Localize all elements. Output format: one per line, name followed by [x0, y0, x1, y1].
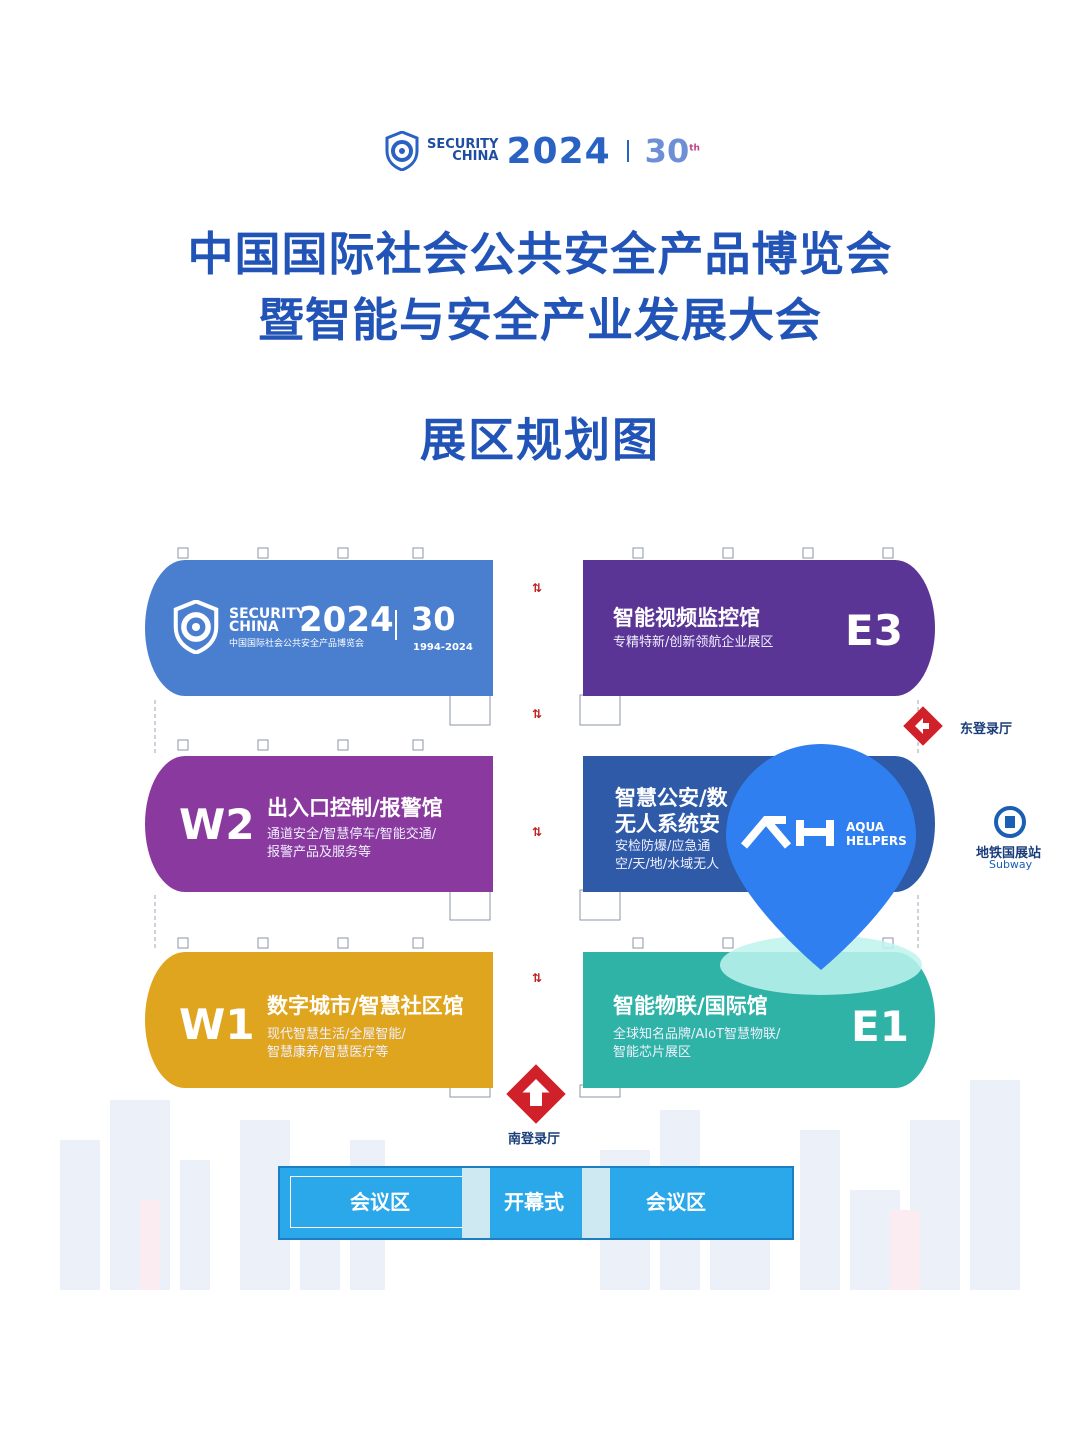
floor-plan-structure: ⇅ ⇅ ⇅ ⇅ — [154, 547, 919, 1098]
hall-w3-subtitle: 中国国际社会公共安全产品博览会 — [229, 639, 365, 649]
hall-w2-title: 出入口控制/报警馆 — [267, 796, 443, 820]
map-pin-icon — [726, 744, 916, 970]
logo-china: CHINA — [452, 149, 499, 164]
logo-divider — [626, 140, 629, 162]
meeting-center-label: 开幕式 — [504, 1190, 564, 1214]
hall-w3-years: 1994-2024 — [413, 642, 473, 653]
svg-text:⇅: ⇅ — [532, 825, 542, 839]
hall-w1-desc1: 现代智慧生活/全屋智能/ — [267, 1027, 406, 1042]
south-entrance-arrow-icon — [506, 1064, 566, 1124]
hall-e2-desc1: 安检防爆/应急通 — [615, 839, 711, 854]
hall-w3-divider — [395, 610, 397, 640]
hall-w3-shield-icon — [173, 600, 219, 654]
hall-w3-year: 2024 — [299, 600, 394, 640]
subway-icon — [994, 806, 1026, 838]
shield-logo-icon — [385, 131, 419, 171]
logo-security: SECURITY — [427, 137, 499, 152]
meeting-area[interactable]: 会议区 开幕式 会议区 — [278, 1166, 794, 1240]
hall-e2-title1: 智慧公安/数 — [615, 786, 728, 810]
logo-year: 2024 — [506, 130, 611, 172]
meeting-left-label: 会议区 — [350, 1190, 410, 1214]
watermark-text: AQUA HELPERS — [846, 820, 907, 848]
hall-w1-title: 数字城市/智慧社区馆 — [267, 994, 464, 1018]
header-logo: SECURITY CHINA 2024 30th — [385, 128, 700, 174]
section-title: 展区规划图 — [420, 413, 660, 467]
hall-e1-title: 智能物联/国际馆 — [613, 994, 768, 1018]
hall-w2-desc1: 通道安全/智慧停车/智能交通/ — [267, 827, 437, 842]
hall-w3-china: CHINA — [229, 619, 279, 635]
hall-w3-logo-text: SECURITY CHINA — [229, 606, 306, 635]
east-entrance-arrow-icon — [903, 706, 943, 746]
main-title-line1: 中国国际社会公共安全产品博览会 — [187, 227, 893, 281]
meeting-right-label: 会议区 — [646, 1190, 706, 1214]
hall-w1-desc2: 智慧康养/智慧医疗等 — [267, 1045, 389, 1060]
anniversary-th: th — [689, 143, 700, 154]
hall-w3-security: SECURITY — [229, 606, 306, 622]
south-entrance-label: 南登录厅 — [508, 1132, 561, 1147]
hall-e3-title: 智能视频监控馆 — [613, 606, 760, 630]
meeting-divider-right — [582, 1168, 610, 1238]
hall-w2-desc2: 报警产品及服务等 — [267, 845, 372, 860]
east-entrance-label: 东登录厅 — [960, 722, 1013, 737]
anniversary-logo: 30th — [645, 132, 700, 170]
hall-w3-endcap — [145, 560, 161, 696]
hall-e2-desc2: 空/天/地/水域无人 — [615, 857, 720, 872]
watermark-line1: AQUA — [846, 820, 885, 834]
anniversary-number: 30 — [644, 132, 690, 170]
hall-e2-title2: 无人系统安 — [615, 812, 720, 836]
aqua-helpers-watermark: AQUA HELPERS — [718, 742, 924, 1002]
hall-e3[interactable]: 智能视频监控馆 专精特新/创新领航企业展区 E3 — [583, 560, 935, 696]
logo-security-china: SECURITY CHINA — [427, 137, 499, 164]
hall-e1-desc1: 全球知名品牌/AIoT智慧物联/ — [613, 1027, 781, 1042]
watermark-line2: HELPERS — [846, 834, 907, 848]
hall-e3-desc: 专精特新/创新领航企业展区 — [613, 635, 774, 650]
hall-e1-code: E1 — [851, 1002, 909, 1051]
hall-w3[interactable]: SECURITY CHINA 2024 中国国际社会公共安全产品博览会 30 1… — [145, 560, 493, 696]
main-title-line2: 暨智能与安全产业发展大会 — [258, 293, 822, 347]
hall-w1-code: W1 — [179, 1000, 255, 1049]
subway-label-en: Subway — [989, 858, 1033, 871]
hall-w3-anniversary: 30 — [411, 600, 456, 638]
svg-text:⇅: ⇅ — [532, 971, 542, 985]
subway-label: 地铁国展站 — [976, 846, 1042, 861]
meeting-left-frame — [290, 1176, 463, 1228]
hall-e3-code: E3 — [845, 606, 903, 655]
hall-e1-desc2: 智能芯片展区 — [613, 1045, 692, 1060]
meeting-divider-left — [462, 1168, 490, 1238]
hall-w2-code: W2 — [179, 800, 255, 849]
svg-text:⇅: ⇅ — [532, 581, 542, 595]
hall-w1[interactable]: W1 数字城市/智慧社区馆 现代智慧生活/全屋智能/ 智慧康养/智慧医疗等 — [145, 952, 493, 1088]
hall-w2[interactable]: W2 出入口控制/报警馆 通道安全/智慧停车/智能交通/ 报警产品及服务等 — [145, 756, 493, 892]
svg-text:⇅: ⇅ — [532, 707, 542, 721]
